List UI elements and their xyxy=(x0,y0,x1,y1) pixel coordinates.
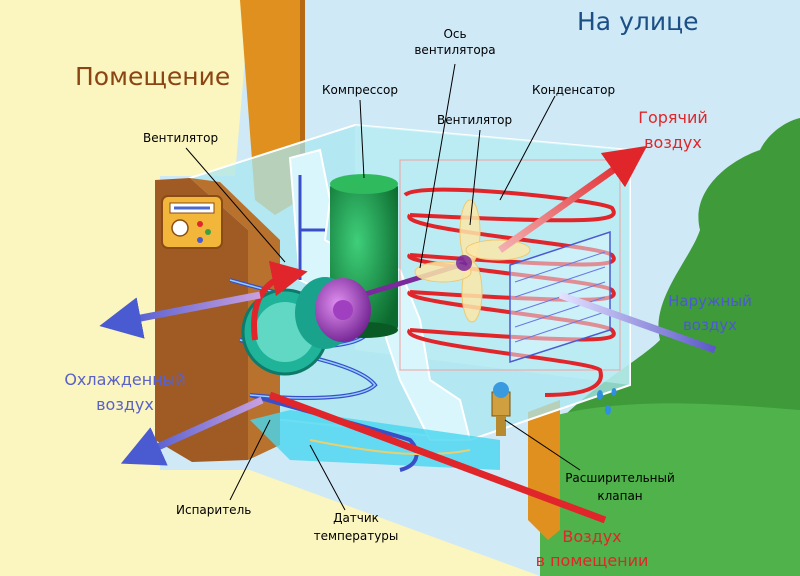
label-fan-axis-1: Ось xyxy=(443,27,466,41)
heading-indoor: Помещение xyxy=(75,62,230,91)
leader-lines xyxy=(185,63,581,511)
label-room-air-2: в помещении xyxy=(536,551,649,570)
label-room-air-1: Воздух xyxy=(562,527,621,546)
cooled-air-arrow-top xyxy=(99,291,261,339)
label-outside-air-1: Наружный xyxy=(668,292,752,310)
cooled-air-arrow-bottom xyxy=(120,396,264,466)
label-outside-air-2: воздух xyxy=(683,316,737,334)
label-temp-sensor-1: Датчик xyxy=(333,511,379,525)
indoor-blower xyxy=(241,277,371,376)
inner-air-arrow xyxy=(251,260,308,341)
label-expansion-valve-1: Расширительный xyxy=(565,471,675,485)
water-drops xyxy=(597,388,617,415)
expansion-valve xyxy=(491,382,511,436)
label-expansion-valve-2: клапан xyxy=(597,489,642,503)
grass xyxy=(540,403,800,576)
room-air-arrow xyxy=(268,391,607,524)
label-cooled-air-1: Охлажденный xyxy=(64,370,185,389)
outside-air-arrow xyxy=(558,291,717,354)
control-knob xyxy=(171,219,189,237)
outdoor-fan xyxy=(414,199,531,323)
heading-outdoor: На улице xyxy=(577,7,698,36)
label-hot-air-2: воздух xyxy=(644,133,702,152)
label-cooled-air-2: воздух xyxy=(96,395,154,414)
label-condenser: Конденсатор xyxy=(532,83,615,97)
label-temp-sensor-2: температуры xyxy=(314,529,399,543)
label-evaporator: Испаритель xyxy=(176,503,251,517)
temperature-sensor xyxy=(309,439,471,456)
label-hot-air-1: Горячий xyxy=(638,108,708,127)
label-fan-indoor: Вентилятор xyxy=(143,131,218,145)
wall-bottom xyxy=(528,400,560,540)
label-fan-outdoor: Вентилятор xyxy=(437,113,512,127)
label-compressor: Компрессор xyxy=(322,83,398,97)
label-fan-axis-2: вентилятора xyxy=(414,43,495,57)
hot-air-arrow xyxy=(497,145,648,253)
